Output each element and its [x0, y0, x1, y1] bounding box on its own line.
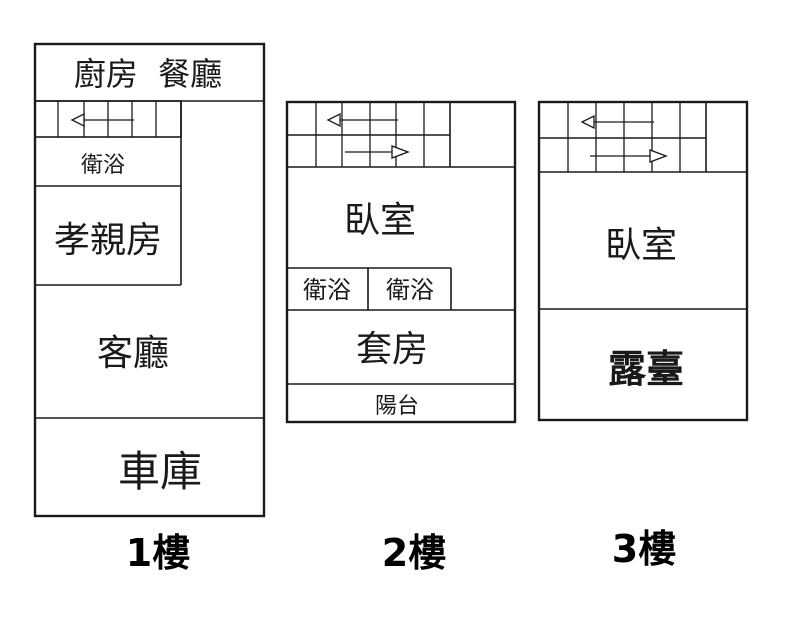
floor-2-stair-arrow-right-icon	[391, 145, 410, 159]
floor-2-stairs	[287, 102, 515, 168]
floor-1-garage-label: 車庫	[118, 447, 202, 496]
floor-1-outline	[33, 42, 266, 518]
floor-1-kitchen-dining-label: 廚房 餐廳	[74, 55, 222, 93]
floor-1-stair-arrow-icon	[70, 112, 85, 128]
floor-1-stairs	[34, 100, 182, 138]
floor-3-stairs	[539, 102, 747, 173]
floor-2-bedroom-label: 臥室	[344, 200, 416, 241]
floor-2-stair-arrow-left-icon	[326, 112, 341, 128]
floor-2-suite-label: 套房	[356, 329, 428, 370]
floor-3-outline	[537, 100, 749, 422]
floor-2-plan: 臥室 衛浴 衛浴 套房 陽台	[285, 100, 517, 424]
floor-1-living-room-label: 客廳	[97, 333, 169, 374]
floor-2-bathroom-right-label: 衛浴	[386, 276, 434, 304]
floor-1-bathroom-label: 衛浴	[81, 153, 125, 178]
floor-1-title: 1樓	[126, 531, 190, 575]
floor-3-terrace-label: 露臺	[608, 347, 684, 391]
floor-3-stair-arrow-left-icon	[580, 114, 595, 130]
floor-1-plan: 廚房 餐廳 衛浴 孝親房 客廳 車庫	[33, 42, 266, 518]
floor-3-plan: 臥室 露臺	[537, 100, 749, 422]
floor-3-stair-arrow-right-icon	[649, 149, 668, 163]
floor-2-outline	[285, 100, 517, 424]
floor-2-bathroom-left-label: 衛浴	[303, 276, 351, 304]
floor-1-elder-room-label: 孝親房	[54, 220, 162, 261]
floor-3-bedroom-label: 臥室	[605, 225, 677, 266]
floor-2-title: 2樓	[382, 531, 446, 575]
floor-2-balcony-label: 陽台	[375, 394, 419, 419]
floor-3-title: 3樓	[612, 527, 676, 571]
